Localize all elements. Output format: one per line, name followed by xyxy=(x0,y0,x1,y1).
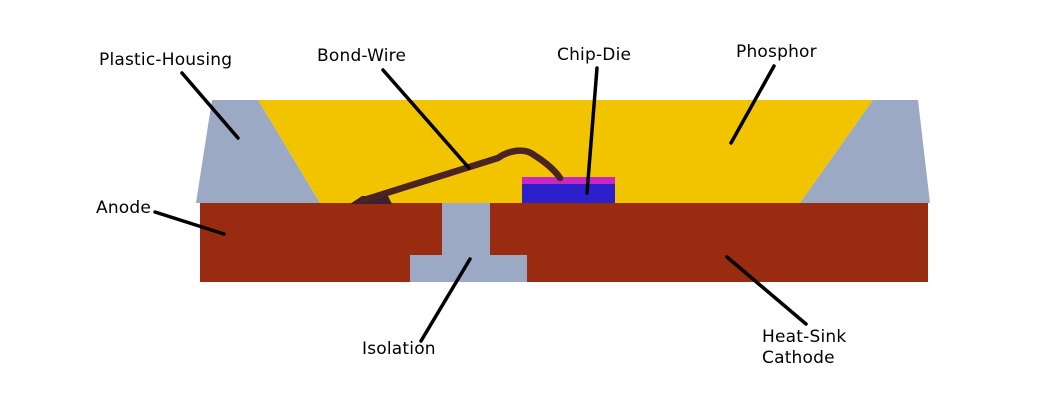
bond-wire-label: Bond-Wire xyxy=(317,46,407,66)
bond-wire-leader-line xyxy=(381,68,471,170)
heat-sink-shape xyxy=(200,203,928,282)
phosphor-shape xyxy=(258,100,873,203)
plastic-housing-label: Plastic-Housing xyxy=(99,50,233,70)
phosphor-leader-line xyxy=(729,64,776,145)
plastic-housing-right-shape xyxy=(800,100,930,203)
phosphor-label: Phosphor xyxy=(736,42,817,62)
chip-die-label: Chip-Die xyxy=(557,45,632,65)
anode-label: Anode xyxy=(96,198,152,218)
chip-die-top-shape xyxy=(522,177,615,184)
isolation-label: Isolation xyxy=(362,339,436,359)
chip-die-body-shape xyxy=(522,184,615,203)
heat-sink-leader-line xyxy=(725,255,808,326)
chip-die-leader-line xyxy=(585,66,599,195)
anode-leader-line xyxy=(153,210,226,236)
bond-wire-shape xyxy=(360,147,564,204)
leader-lines xyxy=(153,64,808,343)
heat-sink-cathode-label: Heat-Sink Cathode xyxy=(762,327,847,368)
isolation-shape xyxy=(410,203,527,282)
plastic-housing-leader-line xyxy=(180,71,240,140)
isolation-leader-line xyxy=(419,257,472,343)
